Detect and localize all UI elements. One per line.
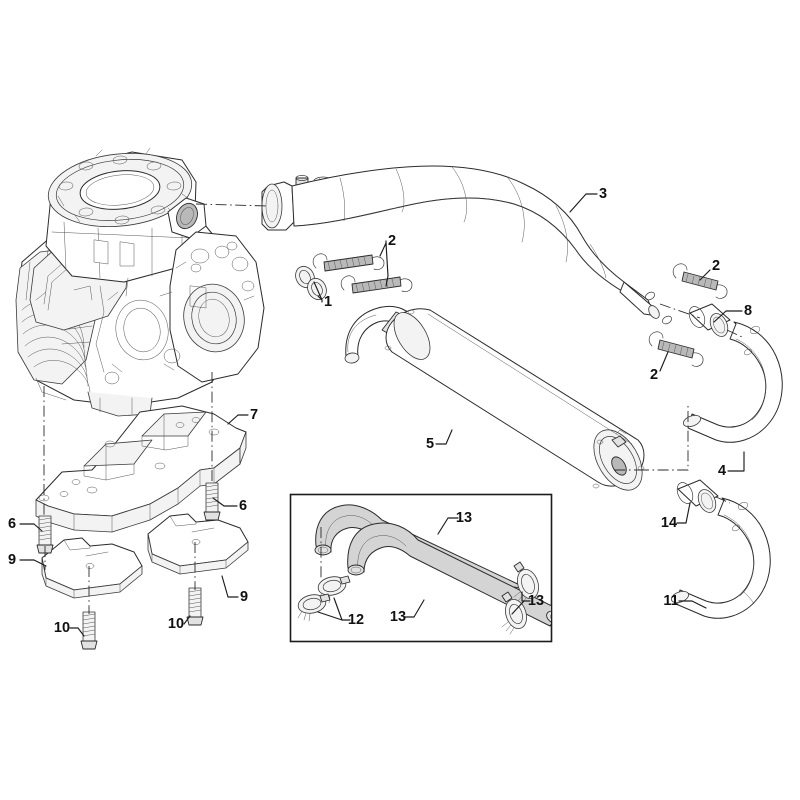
callout-10-mount-bolt-lower: 10 [54, 620, 70, 636]
callout-14-connector-sleeve-lower: 14 [661, 515, 677, 531]
coolant-hose-inset [289, 493, 553, 643]
leader-lines [19, 193, 745, 637]
callout-3-expansion-chamber: 3 [599, 186, 607, 202]
callout-12-hose-clamp-small: 12 [348, 612, 364, 628]
mount-bolt [203, 482, 221, 521]
hose-clamp [501, 591, 527, 635]
crankcase-webs [61, 277, 181, 385]
tail-pipe-lower [670, 497, 771, 619]
assembly-axes [43, 203, 743, 614]
cylinder-seams [51, 219, 191, 279]
hose-clamp-small [297, 593, 331, 622]
callout-6-mount-bolt: 6 [8, 516, 16, 532]
connector-sleeve [688, 303, 731, 337]
plate-bolt-holes [38, 417, 220, 502]
mount-bolts [36, 482, 221, 650]
hose-clamp-small [317, 575, 351, 604]
callout-13-coolant-hose: 13 [456, 510, 472, 526]
callout-13-hose-clamp: 13 [528, 593, 544, 609]
callout-2-exhaust-spring: 2 [650, 367, 658, 383]
connector-sleeve-lower [676, 479, 719, 513]
tail-pipe-upper [682, 321, 783, 443]
callout-1-exhaust-gasket-ring: 1 [324, 294, 332, 310]
callout-2-exhaust-spring: 2 [712, 258, 720, 274]
callout-4-tail-pipe-upper: 4 [718, 463, 726, 479]
exhaust-spring [340, 275, 413, 294]
engine-assembly [15, 147, 265, 417]
cover-bosses [175, 241, 255, 309]
exhaust-springs [312, 253, 728, 367]
rubber-mount-block [41, 537, 143, 599]
callout-11-tail-pipe-lower: 11 [663, 593, 678, 609]
mount-bolt [36, 515, 54, 554]
chamber-seams [339, 166, 607, 279]
callout-13-coolant-hose: 13 [390, 609, 406, 625]
exhaust-spring [648, 331, 704, 367]
exhaust-spring [312, 253, 385, 272]
engine-mount-plate [35, 405, 247, 533]
silencer [344, 305, 645, 491]
mount-bolt-lower [186, 587, 204, 626]
callout-2-exhaust-spring: 2 [388, 233, 396, 249]
callout-9-rubber-mount-block: 9 [240, 589, 248, 605]
callout-6-mount-bolt: 6 [239, 498, 247, 514]
callout-8-connector-sleeve: 8 [744, 303, 752, 319]
mount-bolt-lower [80, 611, 98, 650]
rubber-mount-block [147, 513, 249, 575]
callout-9-rubber-mount-block: 9 [8, 552, 16, 568]
silencer-band-rivets [384, 309, 415, 351]
callout-10-mount-bolt-lower: 10 [168, 616, 184, 632]
callout-5-silencer: 5 [426, 436, 434, 452]
callout-7-engine-mount-plate: 7 [250, 407, 258, 423]
expansion-chamber [261, 165, 673, 325]
exhaust-spring [672, 263, 728, 299]
